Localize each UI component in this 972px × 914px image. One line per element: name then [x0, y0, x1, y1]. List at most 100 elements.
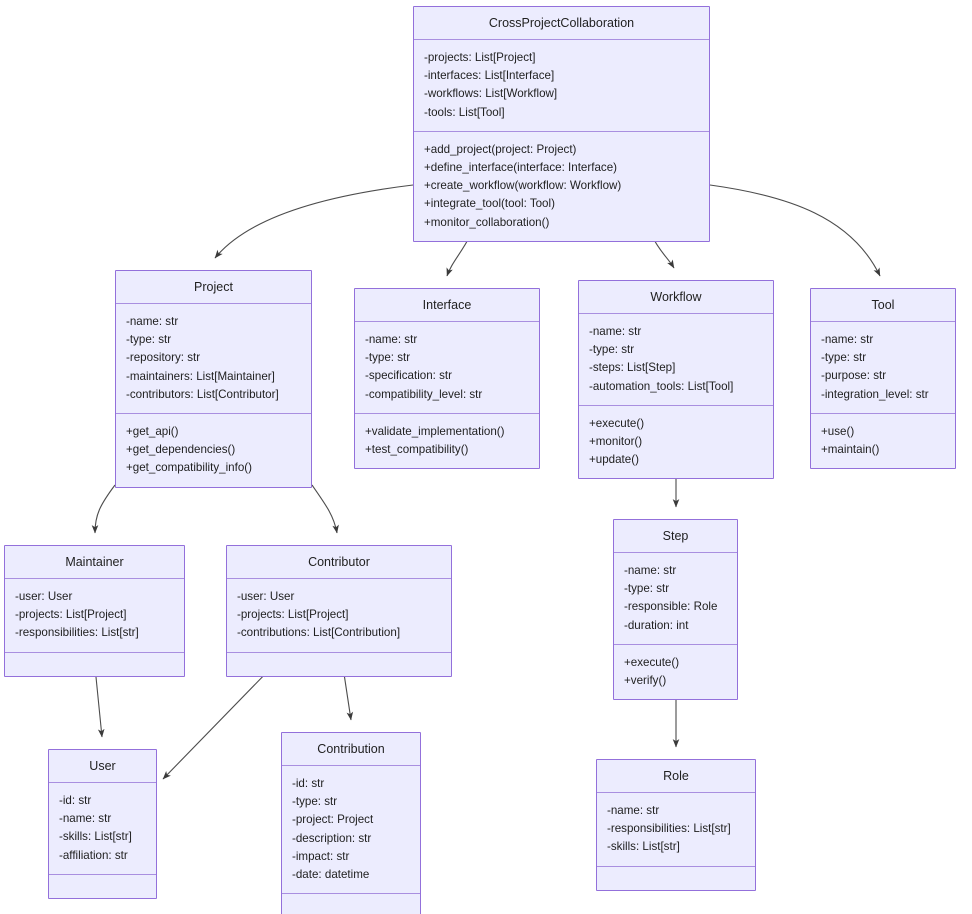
class-attribute: -user: User	[237, 590, 295, 603]
class-method: +validate_implementation()	[365, 424, 505, 438]
class-title-maintainer: Maintainer	[5, 546, 184, 579]
class-method: +get_dependencies()	[126, 443, 236, 457]
edge-maintainer-user	[94, 666, 105, 738]
class-attribute: -responsible: Role	[624, 600, 718, 614]
class-attribute: -impact: str	[292, 849, 350, 863]
class-attribute: -contributors: List[Contributor]	[126, 387, 279, 401]
class-method: +integrate_tool(tool: Tool)	[424, 197, 555, 211]
class-box-crossprojectcollaboration[interactable]: CrossProjectCollaboration -projects: Lis…	[413, 6, 710, 242]
class-attribute: -responsibilities: List[str]	[607, 822, 731, 836]
class-attribute: -name: str	[59, 812, 112, 826]
class-methods-contributor	[227, 652, 451, 676]
edge-project-maintainer	[91, 484, 116, 534]
class-attribute: -name: str	[365, 333, 418, 346]
class-attributes-maintainer: -user: User -projects: List[Project] -re…	[5, 579, 184, 653]
class-method: +get_compatibility_info()	[126, 461, 252, 475]
class-attribute: -projects: List[Project]	[15, 608, 127, 622]
class-methods-project: +get_api() +get_dependencies() +get_comp…	[116, 414, 311, 487]
class-method: +execute()	[589, 416, 645, 430]
class-attributes-interface: -name: str -type: str -specification: st…	[355, 322, 539, 414]
class-attribute: -name: str	[624, 564, 677, 577]
class-attribute: -compatibility_level: str	[365, 387, 483, 401]
class-attribute: -integration_level: str	[821, 387, 929, 401]
class-attribute: -type: str	[589, 343, 635, 357]
class-box-user[interactable]: User -id: str -name: str -skills: List[s…	[48, 749, 157, 899]
class-attribute: -id: str	[59, 794, 92, 807]
class-attribute: -type: str	[821, 351, 867, 365]
class-attribute: -date: datetime	[292, 868, 370, 882]
class-title-step: Step	[614, 520, 737, 553]
class-title-tool: Tool	[811, 289, 955, 322]
class-attributes-tool: -name: str -type: str -purpose: str -int…	[811, 322, 955, 414]
edge-collaboration-project	[214, 184, 414, 259]
class-attributes-contribution: -id: str -type: str -project: Project -d…	[282, 766, 420, 895]
class-method: +add_project(project: Project)	[424, 142, 577, 156]
class-attribute: -type: str	[126, 333, 172, 347]
class-box-tool[interactable]: Tool -name: str -type: str -purpose: str…	[810, 288, 956, 470]
class-attributes-workflow: -name: str -type: str -steps: List[Step]…	[579, 314, 773, 406]
class-box-step[interactable]: Step -name: str -type: str -responsible:…	[613, 519, 738, 701]
class-attributes-user: -id: str -name: str -skills: List[str] -…	[49, 783, 156, 875]
class-methods-contribution	[282, 894, 420, 914]
class-method: +verify()	[624, 674, 667, 688]
class-method: +monitor_collaboration()	[424, 215, 550, 229]
class-attribute: -type: str	[292, 795, 338, 809]
class-attribute: -description: str	[292, 831, 372, 845]
class-attribute: -projects: List[Project]	[424, 51, 536, 64]
class-attribute: -name: str	[589, 325, 642, 338]
class-attribute: -user: User	[15, 590, 73, 603]
class-methods-role	[597, 866, 755, 890]
class-title-user: User	[49, 750, 156, 783]
class-attribute: -duration: int	[624, 618, 689, 632]
class-attribute: -contributions: List[Contribution]	[237, 626, 401, 640]
class-box-contributor[interactable]: Contributor -user: User -projects: List[…	[226, 545, 452, 677]
class-attribute: -type: str	[624, 582, 670, 596]
class-method: +get_api()	[126, 425, 179, 439]
class-methods-crossprojectcollaboration: +add_project(project: Project) +define_i…	[414, 131, 709, 241]
class-box-interface[interactable]: Interface -name: str -type: str -specifi…	[354, 288, 540, 470]
class-attribute: -specification: str	[365, 369, 452, 383]
class-attribute: -workflows: List[Workflow]	[424, 87, 558, 101]
class-attribute: -name: str	[821, 333, 874, 346]
class-box-role[interactable]: Role -name: str -responsibilities: List[…	[596, 759, 756, 891]
class-attributes-project: -name: str -type: str -repository: str -…	[116, 304, 311, 415]
class-attribute: -automation_tools: List[Tool]	[589, 379, 734, 393]
class-methods-step: +execute() +verify()	[614, 644, 737, 700]
class-box-contribution[interactable]: Contribution -id: str -type: str -projec…	[281, 732, 421, 914]
class-box-maintainer[interactable]: Maintainer -user: User -projects: List[P…	[4, 545, 185, 677]
class-attribute: -affiliation: str	[59, 848, 128, 862]
class-attributes-step: -name: str -type: str -responsible: Role…	[614, 553, 737, 645]
class-methods-workflow: +execute() +monitor() +update()	[579, 405, 773, 479]
class-method: +monitor()	[589, 435, 643, 449]
class-attribute: -maintainers: List[Maintainer]	[126, 369, 275, 383]
class-attribute: -interfaces: List[Interface]	[424, 69, 555, 83]
edge-collaboration-interface	[446, 235, 471, 277]
class-attribute: -project: Project	[292, 813, 374, 827]
class-attribute: -responsibilities: List[str]	[15, 626, 139, 640]
class-method: +update()	[589, 453, 639, 467]
class-method: +define_interface(interface: Interface)	[424, 161, 618, 175]
class-attribute: -id: str	[292, 777, 325, 790]
class-attribute: -type: str	[365, 351, 411, 365]
class-title-workflow: Workflow	[579, 281, 773, 314]
edge-contributor-user	[162, 666, 273, 780]
class-box-project[interactable]: Project -name: str -type: str -repositor…	[115, 270, 312, 488]
class-methods-interface: +validate_implementation() +test_compati…	[355, 413, 539, 469]
class-title-crossprojectcollaboration: CrossProjectCollaboration	[414, 7, 709, 40]
class-attribute: -steps: List[Step]	[589, 361, 676, 375]
class-title-contribution: Contribution	[282, 733, 420, 766]
class-method: +execute()	[624, 655, 680, 669]
class-attribute: -name: str	[126, 315, 179, 328]
class-attribute: -name: str	[607, 804, 660, 817]
class-attribute: -projects: List[Project]	[237, 608, 349, 622]
class-attributes-crossprojectcollaboration: -projects: List[Project] -interfaces: Li…	[414, 40, 709, 132]
class-box-workflow[interactable]: Workflow -name: str -type: str -steps: L…	[578, 280, 774, 480]
class-methods-user	[49, 874, 156, 898]
class-attributes-role: -name: str -responsibilities: List[str] …	[597, 793, 755, 867]
class-method: +use()	[821, 424, 855, 438]
class-attribute: -repository: str	[126, 351, 201, 365]
class-title-contributor: Contributor	[227, 546, 451, 579]
class-method: +create_workflow(workflow: Workflow)	[424, 179, 622, 193]
class-methods-maintainer	[5, 652, 184, 676]
class-title-project: Project	[116, 271, 311, 304]
